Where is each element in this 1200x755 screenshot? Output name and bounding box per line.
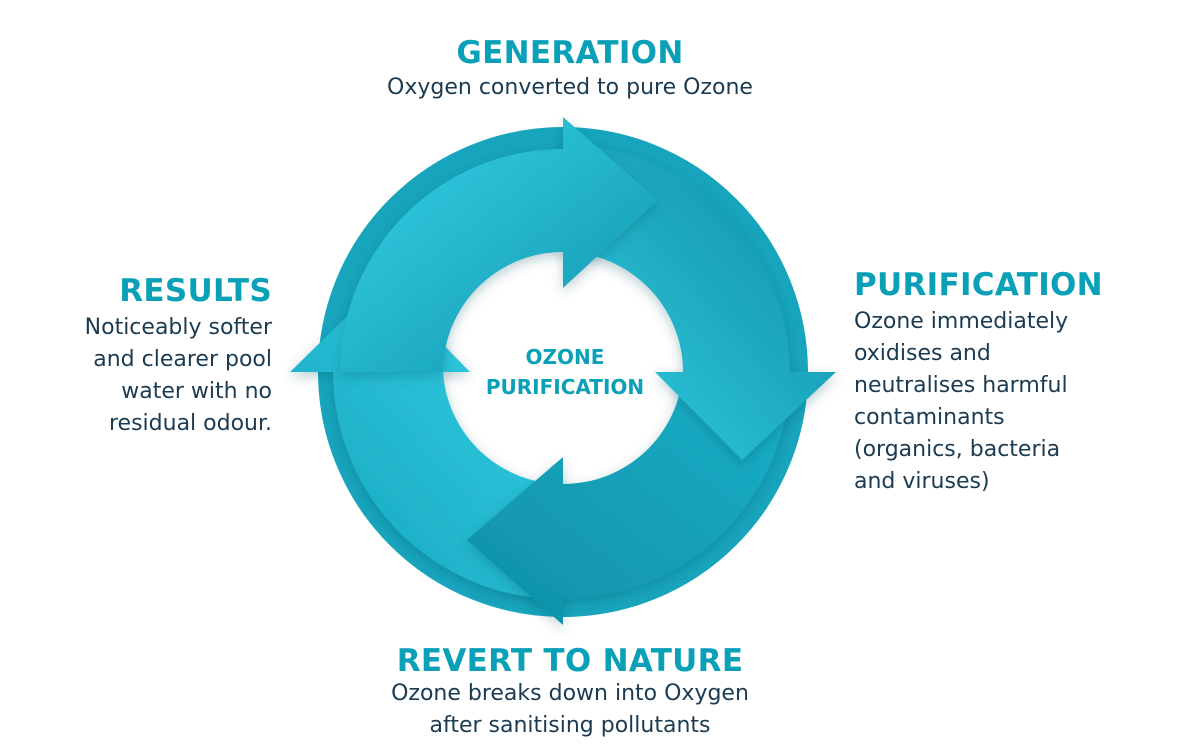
revert-description: Ozone breaks down into Oxygen after sani… (391, 681, 749, 738)
arrow-revert (467, 372, 790, 625)
purification-description: Ozone immediately oxidises and neutralis… (854, 309, 1069, 494)
generation-description: Oxygen converted to pure Ozone (387, 75, 753, 100)
results-description: Noticeably softer and clearer pool water… (84, 315, 272, 436)
revert-title: REVERT TO NATURE (396, 643, 744, 679)
generation-title: GENERATION (456, 35, 684, 71)
arrow-generation (340, 117, 658, 372)
center-label: OZONE PURIFICATION (485, 345, 645, 399)
results-title: RESULTS (119, 273, 272, 309)
purification-title: PURIFICATION (854, 267, 1103, 303)
